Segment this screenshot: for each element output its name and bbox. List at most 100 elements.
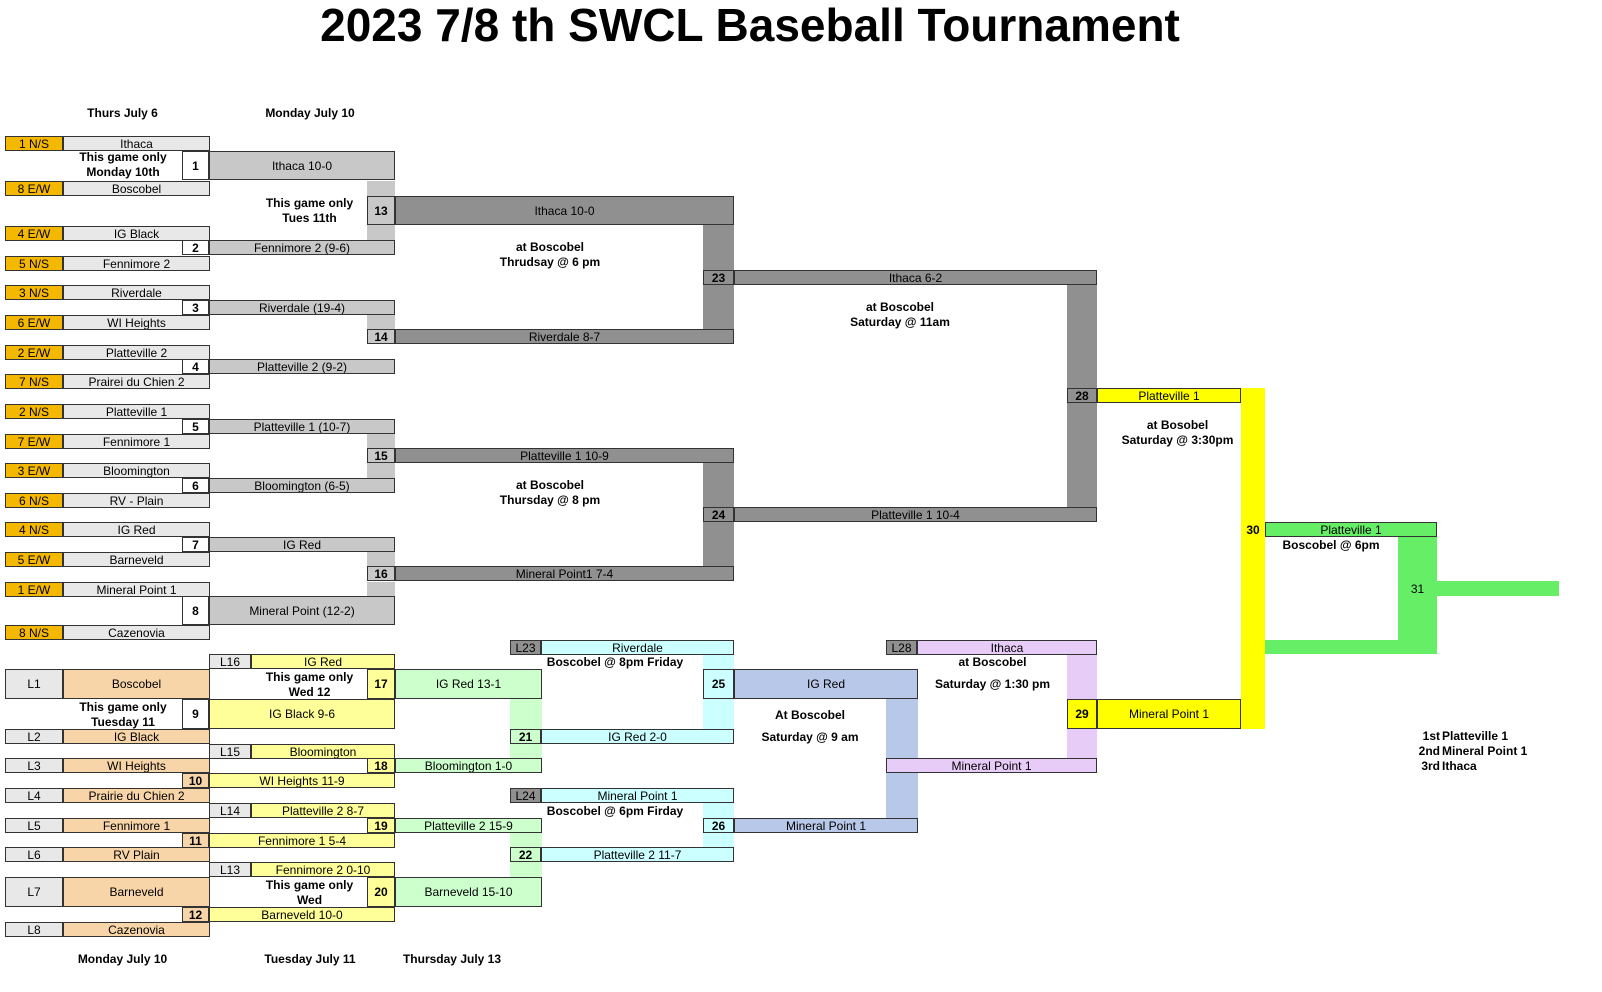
g28-location: at Boscobel Saturday @ 11am xyxy=(850,300,950,329)
loser-seed: L6 xyxy=(5,847,63,862)
seed-team: Platteville 1 xyxy=(63,404,210,419)
g24-location: at Boscobel Thursday @ 8 pm xyxy=(499,478,601,507)
seed-team: WI Heights xyxy=(63,315,210,330)
connector xyxy=(703,699,734,729)
header-bottom-tuesday: Tuesday July 11 xyxy=(264,952,356,966)
loser-team: Prairie du Chien 2 xyxy=(63,788,210,803)
drop-team: Platteville 2 8-7 xyxy=(251,803,395,818)
round2-note: This game only Tues 11th xyxy=(265,196,354,225)
g29-location-1: at Boscobel xyxy=(958,655,1027,669)
game-number: 22 xyxy=(510,847,541,862)
cons-round3-result: Platteville 2 11-7 xyxy=(541,847,734,862)
standing-place: 2nd xyxy=(1418,744,1440,758)
game-number: 3 xyxy=(182,300,209,315)
seed-label: 1 E/W xyxy=(5,582,63,597)
round1-result: IG Red xyxy=(209,537,395,552)
standing-place: 1st xyxy=(1422,729,1440,743)
seed-label: 3 N/S xyxy=(5,285,63,300)
g9-note: This game only Tuesday 11 xyxy=(79,700,167,729)
round2-result: Ithaca 10-0 xyxy=(395,196,734,225)
connector xyxy=(703,285,734,329)
connector xyxy=(1265,640,1398,654)
seed-team: Bloomington xyxy=(63,463,210,478)
g20-note: This game only Wed xyxy=(265,878,354,907)
connector xyxy=(703,463,734,507)
page-title: 2023 7/8 th SWCL Baseball Tournament xyxy=(320,0,1180,51)
g25-location: Boscobel @ 8pm Friday xyxy=(546,655,684,669)
connector xyxy=(367,315,395,329)
connector xyxy=(510,699,542,729)
round1-result: Platteville 2 (9-2) xyxy=(209,359,395,374)
seed-label: 1 N/S xyxy=(5,136,63,151)
connector xyxy=(367,434,395,448)
seed-team: Riverdale xyxy=(63,285,210,300)
game-number: 28 xyxy=(1067,388,1097,403)
header-bottom-monday: Monday July 10 xyxy=(77,952,168,966)
seed-team: Mineral Point 1 xyxy=(63,582,210,597)
game-number: 20 xyxy=(367,877,395,907)
cons-round5-result: Mineral Point 1 xyxy=(886,758,1097,773)
seed-label: 8 N/S xyxy=(5,625,63,640)
drop-team: Ithaca xyxy=(917,640,1097,655)
game-number: 13 xyxy=(367,196,395,225)
connector xyxy=(703,655,734,669)
game-number: 8 xyxy=(182,596,209,625)
loser-team: Barneveld xyxy=(63,877,210,907)
standing-team: Platteville 1 xyxy=(1442,729,1509,743)
g17-note: This game only Wed 12 xyxy=(265,670,354,699)
drop-team: Bloomington xyxy=(251,744,395,759)
loser-team: Boscobel xyxy=(63,669,210,699)
game-number: 2 xyxy=(182,240,209,255)
loser-seed: L4 xyxy=(5,788,63,803)
seed-team: Cazenovia xyxy=(63,625,210,640)
game-number: 14 xyxy=(367,329,395,344)
round2-result: Platteville 1 10-9 xyxy=(395,448,734,463)
drop-team: IG Red xyxy=(251,654,395,669)
loser-team: Cazenovia xyxy=(63,922,210,937)
game-number: 25 xyxy=(703,669,734,699)
game-number: 7 xyxy=(182,537,209,552)
game-number: 21 xyxy=(510,729,541,744)
round1-result: Bloomington (6-5) xyxy=(209,478,395,493)
seed-team: Ithaca xyxy=(63,136,210,151)
drop-team: Riverdale xyxy=(541,640,734,655)
loser-team: WI Heights xyxy=(63,758,210,773)
connector xyxy=(367,552,395,566)
seed-team: IG Black xyxy=(63,226,210,241)
cons-round1-result: WI Heights 11-9 xyxy=(209,773,395,788)
cons-round1-result: Fennimore 1 5-4 xyxy=(209,833,395,848)
seed-label: 7 E/W xyxy=(5,434,63,449)
game-number: 24 xyxy=(703,507,734,522)
seed-team: Fennimore 2 xyxy=(63,256,210,271)
seed-team: Fennimore 1 xyxy=(63,434,210,449)
cons-round2-result: Platteville 2 15-9 xyxy=(395,818,542,833)
connector xyxy=(367,181,395,196)
connector xyxy=(1067,655,1097,699)
g29-result: Mineral Point 1 xyxy=(1097,699,1241,729)
loser-seed: L7 xyxy=(5,877,63,907)
seed-label: 2 E/W xyxy=(5,345,63,360)
game-number: 18 xyxy=(367,758,395,773)
standing-place: 3rd xyxy=(1421,759,1440,773)
game-number: 17 xyxy=(367,669,395,699)
connector xyxy=(703,833,734,847)
loser-seed: L3 xyxy=(5,758,63,773)
g29-location-2: Saturday @ 1:30 pm xyxy=(934,677,1051,691)
game-number: 1 xyxy=(182,151,209,180)
g26-location: Boscobel @ 6pm Firday xyxy=(546,804,684,818)
round1-result: Riverdale (19-4) xyxy=(209,300,395,315)
g27-location-2: Saturday @ 9 am xyxy=(761,730,859,744)
connector xyxy=(1067,729,1097,758)
loser-seed: L1 xyxy=(5,669,63,699)
drop-seed: L13 xyxy=(209,862,251,877)
seed-team: Prairei du Chien 2 xyxy=(63,374,210,389)
connector xyxy=(1241,388,1265,729)
game-number: 11 xyxy=(182,833,209,848)
connector xyxy=(1067,403,1097,507)
game-number: 12 xyxy=(182,907,209,922)
seed-team: Barneveld xyxy=(63,552,210,567)
game-number: 29 xyxy=(1067,699,1097,729)
seed-label: 8 E/W xyxy=(5,181,63,196)
cons-round3-result: IG Red 2-0 xyxy=(541,729,734,744)
game-number: 26 xyxy=(703,818,734,833)
